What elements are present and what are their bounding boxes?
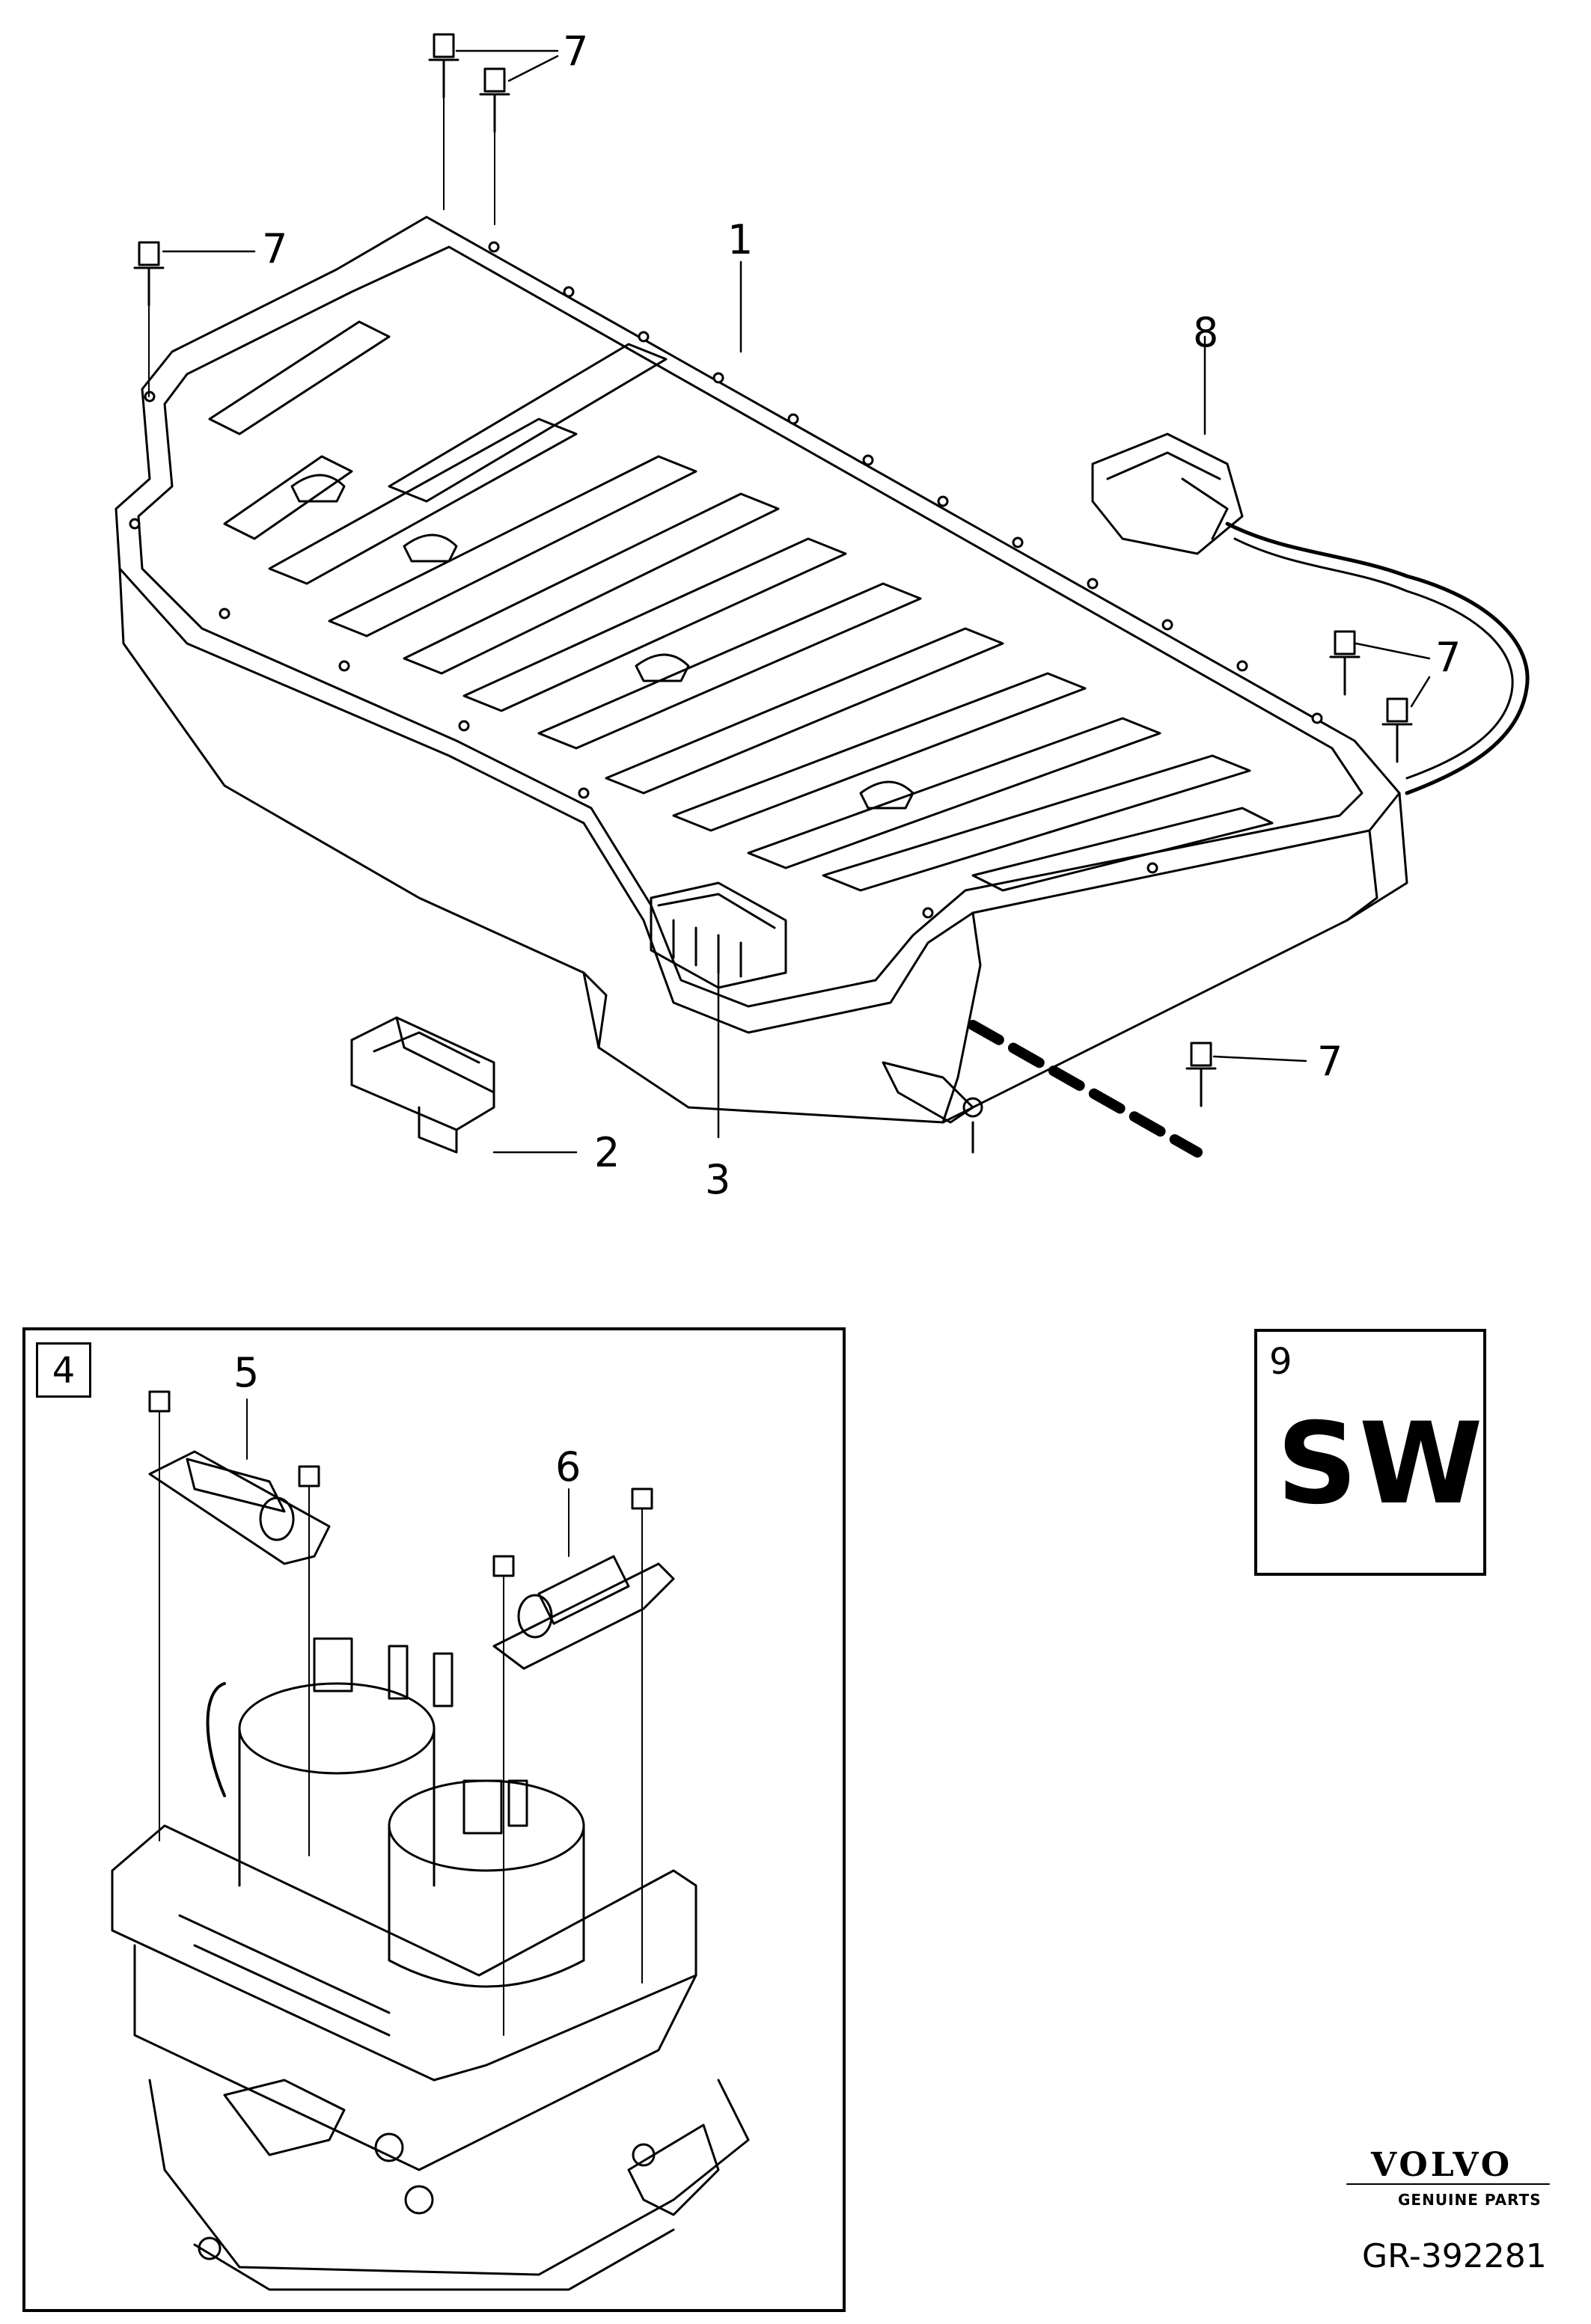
reference-number: GR-392281 <box>1362 2237 1547 2275</box>
bolt-icon <box>1329 630 1361 696</box>
sw-label: SW <box>1277 1399 1485 1529</box>
part-2-connector <box>350 1016 578 1154</box>
bolt-icon <box>1185 1042 1217 1107</box>
inset-contactor-assembly <box>111 1390 750 2291</box>
callout-7: 7 <box>262 225 288 272</box>
sw-box <box>1254 1329 1486 1576</box>
bolt-icon <box>1381 697 1413 763</box>
bolt-icon <box>479 67 510 133</box>
callout-6: 6 <box>555 1443 581 1490</box>
bolt-icon <box>133 241 165 307</box>
callout-7: 7 <box>563 28 589 75</box>
callout-7: 7 <box>1317 1038 1343 1085</box>
bolt-icon <box>428 33 459 99</box>
volvo-logo: VOLVO <box>1371 2146 1513 2184</box>
callout-4: 4 <box>36 1342 91 1398</box>
callout-8: 8 <box>1193 309 1219 356</box>
callout-7: 7 <box>1435 634 1462 681</box>
callout-3: 3 <box>705 1156 731 1203</box>
genuine-parts-label: GENUINE PARTS <box>1398 2191 1542 2209</box>
callout-2: 2 <box>594 1129 620 1176</box>
harness <box>1091 335 1530 795</box>
callout-1: 1 <box>727 216 754 263</box>
inset-box <box>22 1327 846 2312</box>
callout-5: 5 <box>233 1349 260 1396</box>
battery-pack <box>114 215 1408 1158</box>
bolt-group <box>133 33 1431 1107</box>
callout-9: 9 <box>1269 1341 1292 1383</box>
